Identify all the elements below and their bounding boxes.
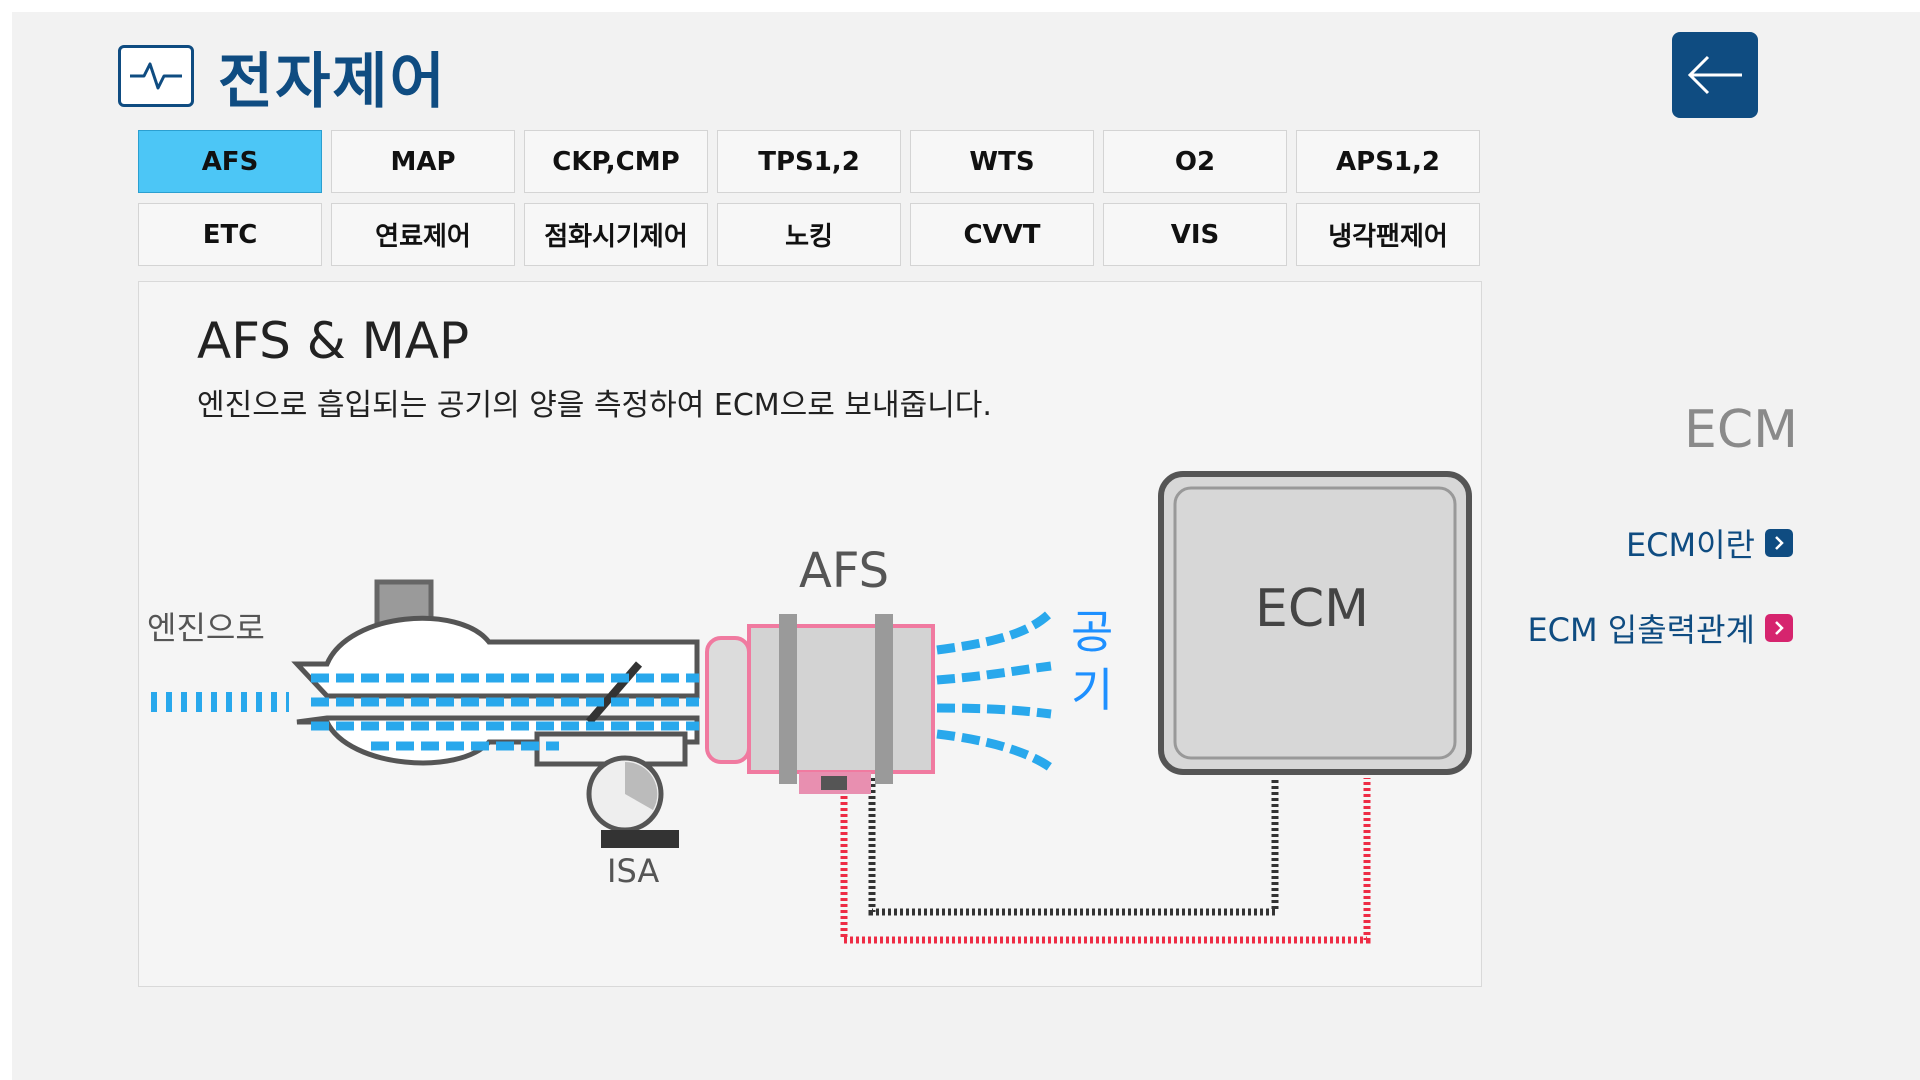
ecm-about-link[interactable]: ECM이란 (1626, 520, 1793, 566)
page-title: 전자제어 (218, 46, 447, 117)
chevron-right-icon (1765, 529, 1793, 557)
isa-label: ISA (607, 852, 659, 890)
signal-wire-black (868, 778, 1279, 916)
tab-tps[interactable]: TPS1,2 (717, 130, 901, 193)
tab-cvvt[interactable]: CVVT (910, 203, 1094, 266)
tab-ckp-cmp[interactable]: CKP,CMP (524, 130, 708, 193)
arrow-left-icon (1687, 55, 1742, 95)
tab-ignition-timing[interactable]: 점화시기제어 (524, 203, 708, 266)
throttle-body (291, 579, 700, 767)
chevron-right-icon (1765, 614, 1793, 642)
tab-wts[interactable]: WTS (910, 130, 1094, 193)
content-panel: 엔진으로 ISA AFS 공 기 ECM AFS & MAP 엔진으로 흡입되는… (138, 281, 1482, 987)
afs-label: AFS (799, 543, 889, 599)
afs-sensor (705, 614, 935, 794)
tab-knocking[interactable]: 노킹 (717, 203, 901, 266)
air-label-1: 공 (1071, 605, 1113, 659)
content-description: 엔진으로 흡입되는 공기의 양을 측정하여 ECM으로 보내줍니다. (197, 388, 992, 423)
isa-valve (586, 755, 679, 848)
afs-map-diagram: 엔진으로 ISA AFS 공 기 ECM (147, 471, 1472, 944)
ecm-about-label: ECM이란 (1625, 526, 1755, 564)
back-button[interactable] (1672, 32, 1758, 118)
page-header: 전자제어 (118, 44, 447, 117)
tab-fuel-control[interactable]: 연료제어 (331, 203, 515, 266)
tab-map[interactable]: MAP (331, 130, 515, 193)
tab-aps[interactable]: APS1,2 (1296, 130, 1480, 193)
air-flow (151, 608, 1055, 772)
throttle-plate (585, 661, 643, 725)
tab-vis[interactable]: VIS (1103, 203, 1287, 266)
ecm-io-link[interactable]: ECM 입출력관계 (1527, 605, 1793, 651)
tab-etc[interactable]: ETC (138, 203, 322, 266)
tab-o2[interactable]: O2 (1103, 130, 1287, 193)
tab-afs[interactable]: AFS (138, 130, 322, 193)
air-label-2: 기 (1071, 663, 1113, 717)
engine-label: 엔진으로 (147, 609, 265, 647)
ecm-label: ECM (1255, 579, 1369, 639)
tab-cooling-fan[interactable]: 냉각팬제어 (1296, 203, 1480, 266)
sensor-tabs: AFS MAP CKP,CMP TPS1,2 WTS O2 APS1,2 ETC… (138, 130, 1482, 266)
pulse-monitor-icon (118, 45, 194, 107)
ecm-io-label: ECM 입출력관계 (1527, 611, 1755, 649)
signal-wire-red (840, 778, 1371, 944)
ecm-box (1158, 471, 1472, 775)
content-title: AFS & MAP (197, 312, 470, 370)
sidebar-title: ECM (1684, 400, 1799, 460)
